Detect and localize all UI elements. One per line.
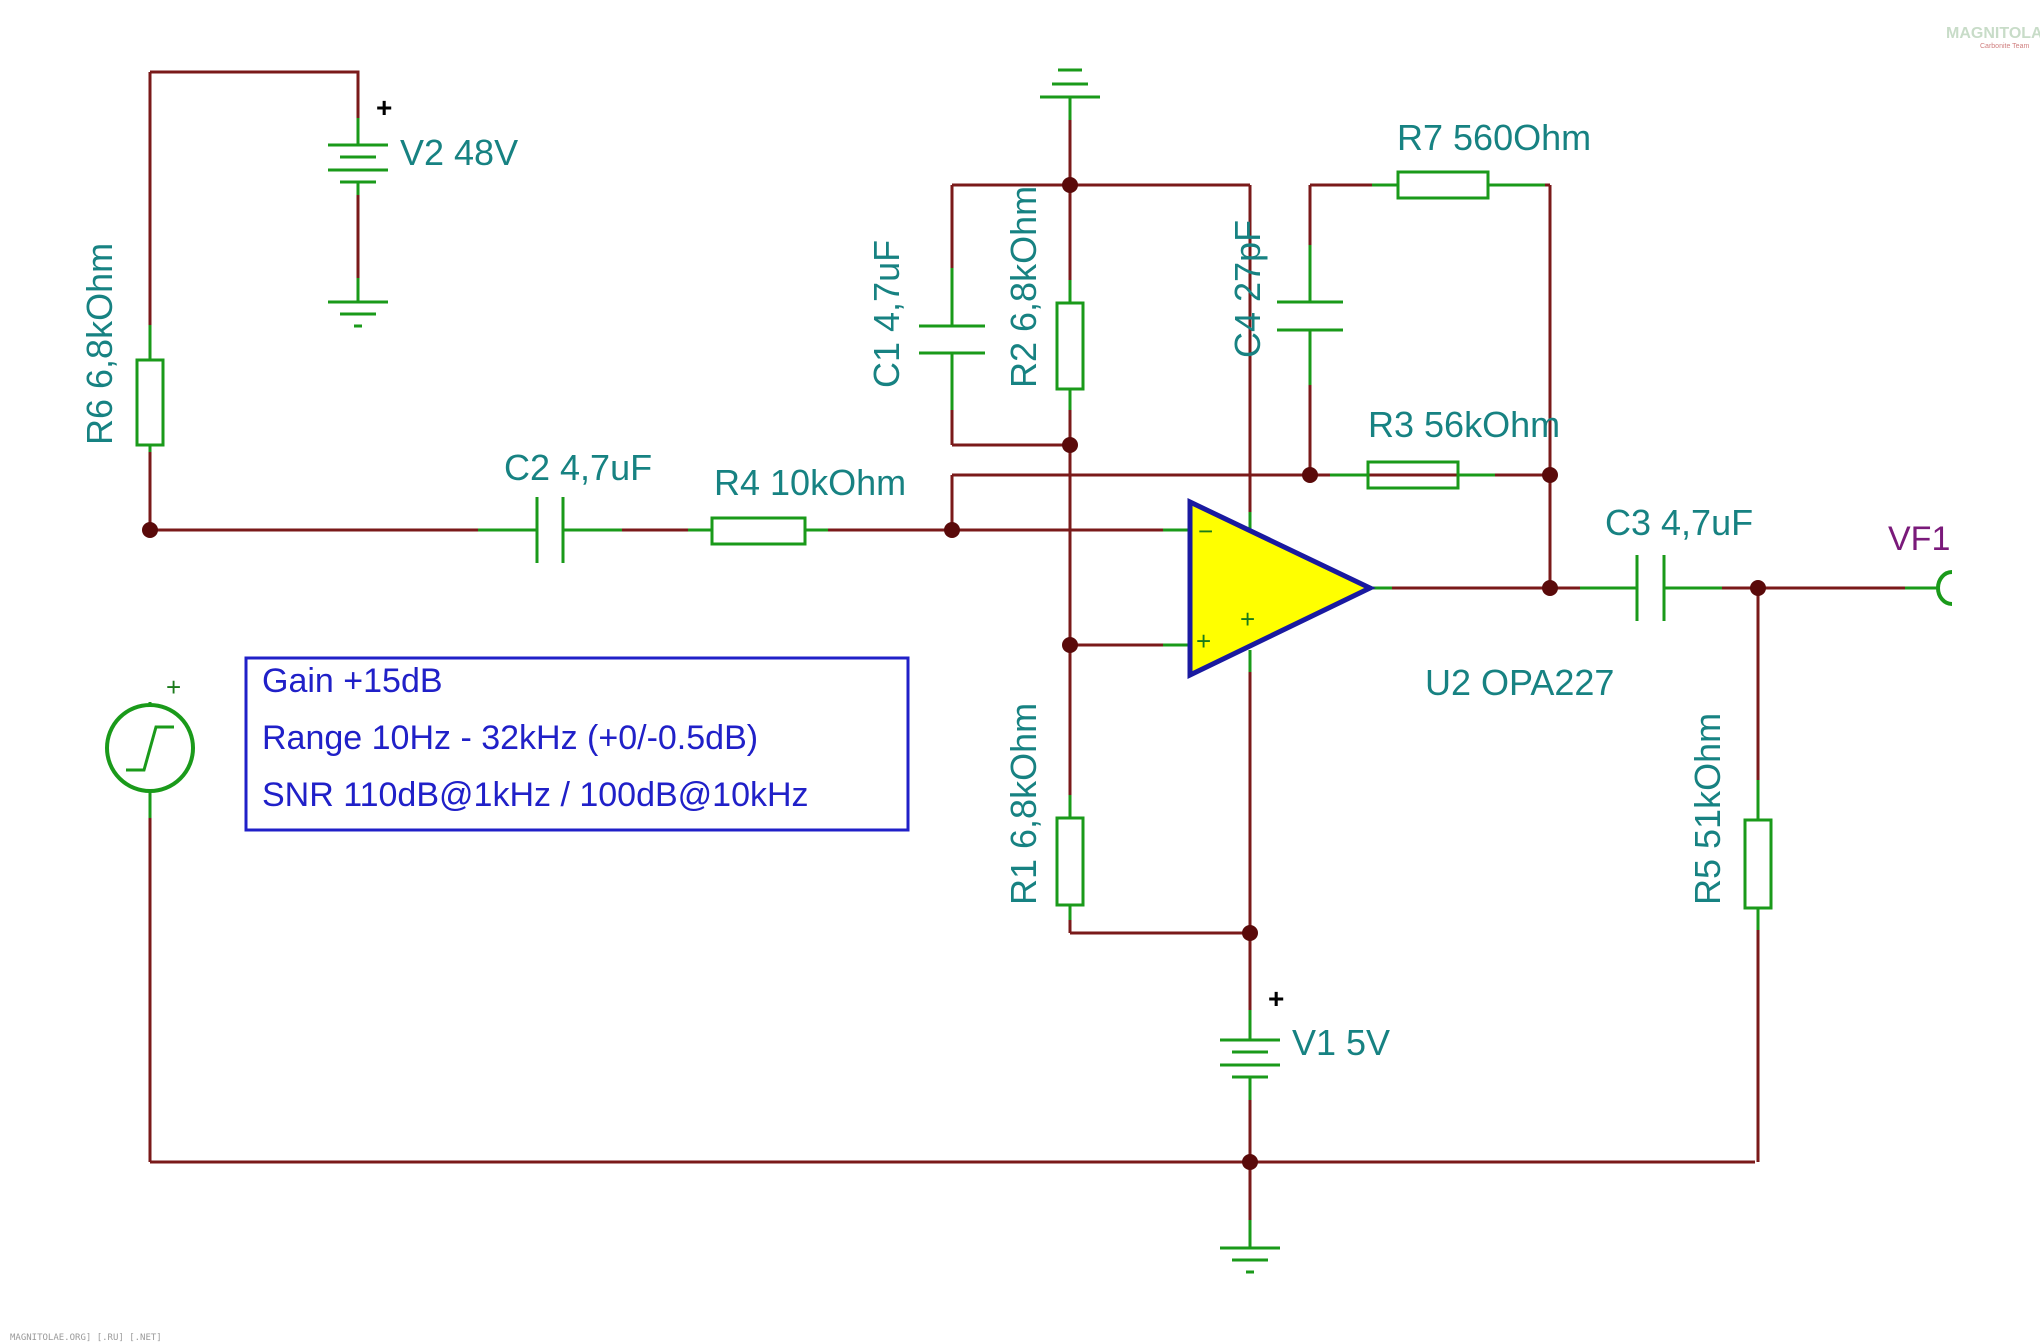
v2-plus-sign: + — [376, 92, 392, 123]
label-vf1: VF1 — [1888, 520, 1950, 558]
label-c2: C2 4,7uF — [504, 447, 652, 488]
label-r4: R4 10kOhm — [714, 462, 906, 503]
capacitor-c3 — [1580, 555, 1722, 621]
resistor-r5 — [1743, 780, 1773, 930]
capacitor-c1 — [919, 268, 985, 410]
label-c1: C1 4,7uF — [866, 240, 907, 388]
ground-symbol-v2 — [328, 278, 388, 328]
opamp-u2: − + + — [1163, 498, 1392, 679]
note-range: Range 10Hz - 32kHz (+0/-0.5dB) — [262, 719, 758, 757]
note-gain: Gain +15dB — [262, 662, 443, 700]
opamp-minus-sign: − — [1198, 516, 1213, 546]
label-r1: R1 6,8kOhm — [1003, 703, 1044, 905]
output-probe-vf1 — [1905, 570, 1953, 606]
resistor-r2 — [1055, 280, 1085, 410]
note-snr: SNR 110dB@1kHz / 100dB@10kHz — [262, 776, 809, 814]
resistor-r3 — [1330, 460, 1495, 490]
opamp-supply-plus-sign: + — [1240, 604, 1255, 634]
resistor-r4 — [688, 516, 828, 546]
label-r7: R7 560Ohm — [1397, 117, 1591, 158]
watermark-logo-sub: Carbonite Team — [1980, 43, 2029, 50]
ground-symbol-bottom — [1220, 1220, 1280, 1274]
label-u2: U2 OPA227 — [1425, 662, 1614, 703]
resistor-r1 — [1055, 795, 1085, 920]
notes-box: Gain +15dB Range 10Hz - 32kHz (+0/-0.5dB… — [244, 656, 910, 832]
label-r6: R6 6,8kOhm — [79, 243, 120, 445]
label-c4: C4 27pF — [1227, 220, 1268, 358]
watermark-logo: MAGNITOLA — [1946, 25, 2040, 42]
capacitor-c4 — [1277, 245, 1343, 385]
label-r2: R2 6,8kOhm — [1003, 186, 1044, 388]
source-plus-sign: + — [166, 672, 181, 702]
capacitor-c2 — [478, 497, 622, 563]
junction-dots — [142, 177, 1766, 1170]
label-r5: R5 51kOhm — [1687, 713, 1728, 905]
label-v2: V2 48V — [400, 132, 518, 173]
opamp-plus-sign: + — [1196, 626, 1211, 656]
ground-symbol-top — [1040, 68, 1100, 120]
label-v1: V1 5V — [1292, 1022, 1390, 1063]
label-r3: R3 56kOhm — [1368, 404, 1560, 445]
v1-plus-sign: + — [1268, 983, 1284, 1014]
step-source — [105, 702, 195, 818]
resistor-r7 — [1372, 170, 1545, 200]
battery-v2 — [328, 118, 388, 195]
battery-v1 — [1220, 1010, 1280, 1100]
resistor-r6 — [135, 325, 165, 452]
label-c3: C3 4,7uF — [1605, 502, 1753, 543]
watermark-footer: MAGNITOLAE.ORG] [.RU] [.NET] — [10, 1333, 162, 1343]
